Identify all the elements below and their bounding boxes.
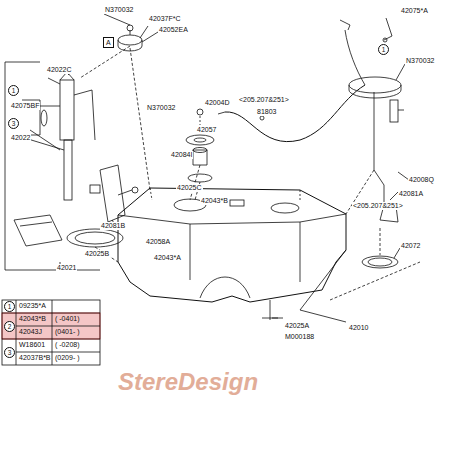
table-cell: ( -0401) (54, 315, 81, 323)
part-number: 42025C (176, 184, 203, 192)
part-number: 42025A (284, 322, 310, 330)
part-number: N370032 (146, 104, 176, 112)
watermark: StereDesign (118, 368, 258, 396)
part-number: 42043*B (200, 197, 229, 205)
table-cell: W18601 (18, 341, 46, 349)
part-number: 81803 (256, 108, 277, 116)
part-number: 42021 (56, 264, 77, 272)
part-number: 42081A (398, 190, 424, 198)
table-cell: 42043J (18, 328, 43, 336)
part-number: 42075*A (400, 7, 429, 15)
callout-number: 1 (378, 44, 389, 55)
table-cell: (0401- ) (54, 328, 81, 336)
table-cell: 42043*B (18, 315, 47, 323)
table-cell: (0209- ) (54, 354, 81, 362)
part-number: 42022 (10, 134, 31, 142)
table-callout: 2 (4, 321, 15, 332)
part-number: 42052EA (158, 26, 189, 34)
part-number: 42057 (196, 126, 217, 134)
part-number: 42025B (84, 250, 110, 258)
table-callout: 3 (4, 347, 15, 358)
part-number: 42058A (145, 238, 171, 246)
part-number: <205.207&251> (238, 96, 290, 104)
callout-number: 1 (8, 85, 19, 96)
reference-box: A (103, 37, 114, 48)
part-number: 42010 (348, 324, 369, 332)
part-number: 42084I (170, 151, 193, 159)
table-cell: 42037B*B (18, 354, 52, 362)
part-number: 42037F*C (148, 15, 182, 23)
reference-letter: A (106, 39, 111, 46)
part-number: <205.207&251> (352, 202, 404, 210)
callout-number: 3 (8, 118, 19, 129)
part-number: 42072 (400, 242, 421, 250)
part-number: 42081B (100, 222, 126, 230)
part-number: N370032 (104, 6, 134, 14)
part-number: M000188 (284, 333, 315, 341)
part-number: 42004D (204, 99, 231, 107)
part-number: 42075BF (10, 102, 40, 110)
part-number: 42043*A (153, 254, 182, 262)
table-cell: 09235*A (18, 302, 47, 310)
part-number: 42008Q (408, 176, 435, 184)
part-number: N370032 (405, 57, 435, 65)
part-number: 42022C (46, 66, 73, 74)
table-cell: ( -0208) (54, 341, 81, 349)
table-callout: 1 (4, 301, 15, 312)
